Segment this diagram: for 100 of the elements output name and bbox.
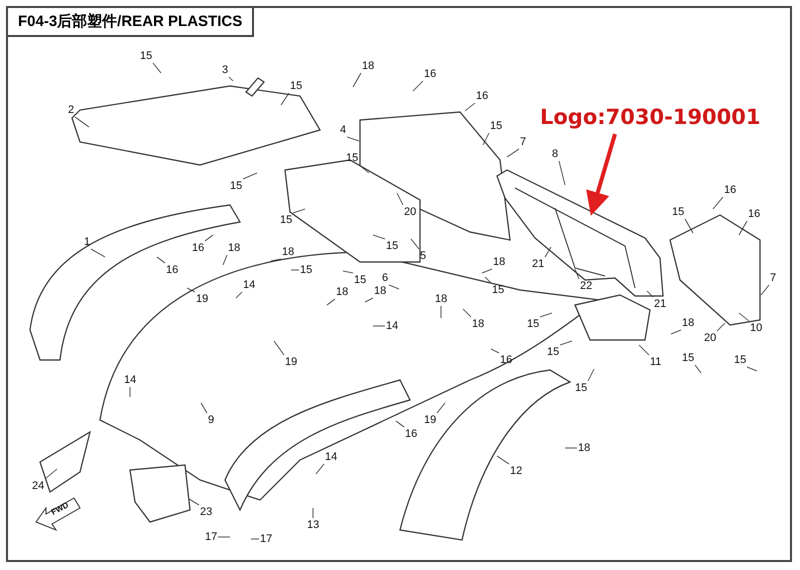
callout-number: 15 [230,180,242,192]
leader-line [312,508,314,518]
leader-line [544,246,552,258]
callout-number: 16 [192,242,204,254]
callout-number: 13 [307,519,320,531]
leader-line [270,258,282,262]
callout-number: 20 [704,332,716,344]
leader-line [222,254,228,266]
callout-number: 18 [336,286,348,298]
callout-number: 15 [575,382,588,394]
callout-number: 19 [196,293,208,305]
leader-line [738,312,750,322]
leader-line [462,308,472,318]
leader-line [352,72,362,88]
callout-number: 1 [84,236,90,248]
leader-line [484,276,492,284]
leader-line [372,234,386,240]
leader-line [558,160,566,186]
leader-line [440,306,442,318]
callout-number: 15 [140,50,152,62]
leader-line [490,348,500,354]
callout-number: 14 [243,279,256,291]
leader-line [90,248,106,258]
callout-number: 15 [682,352,694,364]
callout-number: 5 [420,250,426,262]
callout-number: 18 [578,442,590,454]
callout-number: 15 [354,274,366,286]
leader-line [574,268,580,280]
callout-number: 15 [300,264,312,276]
leader-line [464,102,476,112]
leader-line [506,148,520,158]
leader-line [482,268,492,274]
leader-line [364,298,374,302]
callout-number: 23 [200,506,212,518]
callout-number: 15 [280,214,292,226]
callout-number: 16 [748,208,760,220]
leader-line [74,116,90,128]
callout-number: 14 [386,320,398,332]
leader-line [482,132,490,146]
callout-number: 22 [580,280,592,292]
leader-line [684,218,694,234]
leader-line [292,208,306,214]
leader-line [250,538,260,540]
callout-number: 15 [734,354,746,366]
callout-number: 18 [282,246,294,258]
callout-number: 15 [386,240,398,252]
leader-line [236,292,242,298]
leader-line [712,196,724,210]
callout-number: 15 [346,152,358,164]
callout-number: 15 [672,206,684,218]
callout-number: 16 [724,184,736,196]
title: F04-3后部塑件/REAR PLASTICS [8,8,254,37]
callout-number: 21 [654,298,666,310]
callout-number: 18 [362,60,374,72]
leader-line [716,322,726,332]
callout-number: 21 [532,258,544,270]
callout-number: 16 [405,428,418,440]
callout-number: 17 [205,531,218,543]
leader-line [316,464,324,474]
leader-line [496,456,510,464]
part-number-note: Logo:7030-190001 [540,100,760,134]
callout-number: 16 [166,264,178,276]
callout-number: 12 [510,465,522,477]
leader-line [396,192,404,206]
callout-number: 16 [424,68,436,80]
callout-number: 15 [547,346,560,358]
callout-number: 8 [552,148,558,160]
callout-number: 18 [228,242,240,254]
leader-line [738,220,748,236]
callout-number: 15 [290,80,302,92]
arrow [586,133,617,216]
leader-line [346,136,360,142]
callout-number: 15 [492,284,504,296]
callout-number: 10 [750,322,762,334]
callout-number: 14 [325,451,338,463]
leader-line [156,256,166,264]
leader-line [410,238,420,250]
callout-number: 6 [382,272,388,284]
leader-line [152,62,162,74]
callout-number: 4 [340,124,346,136]
leader-line [228,76,234,82]
leader-line [44,468,58,480]
callout-number: 16 [500,354,512,366]
callout-number: 18 [493,256,506,268]
callout-number: 18 [472,318,484,330]
leader-line [342,270,354,274]
leader-line [638,344,650,356]
leader-line [746,366,758,372]
leader-line [540,312,552,318]
leader-line [694,364,702,374]
leader-line [326,298,336,306]
callout-number: 18 [682,317,694,329]
leader-line [188,498,200,506]
callout-number: 7 [770,272,776,284]
callout-number: 14 [124,374,136,386]
leader-line [760,284,770,296]
direction-label: FWD [49,499,71,519]
callout-number: 15 [490,120,502,132]
leader-line [242,172,258,180]
leader-line [200,402,208,414]
